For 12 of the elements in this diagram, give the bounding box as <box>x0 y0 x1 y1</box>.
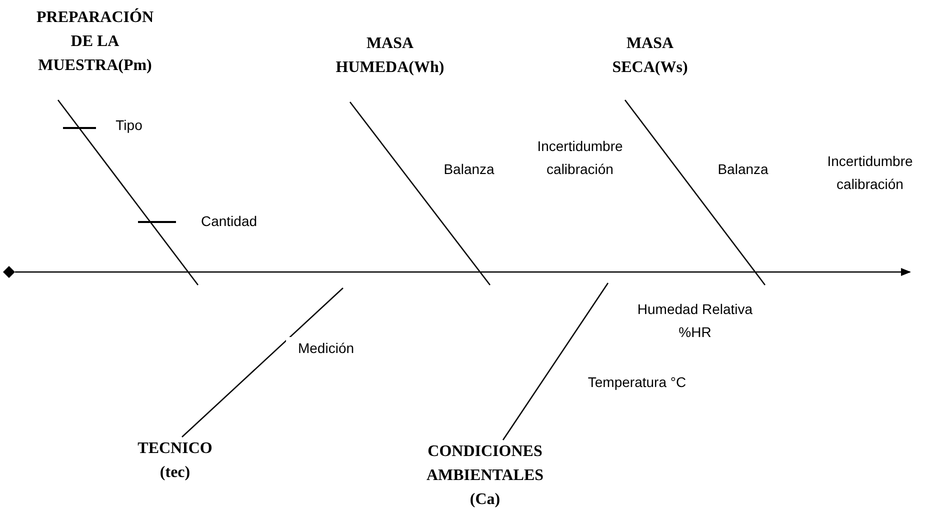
category-label: PREPARACIÓN DE LA MUESTRA(Pm) <box>35 7 155 76</box>
category-label: MASA SECA(Ws) <box>611 34 689 78</box>
bone-line <box>57 100 199 286</box>
category-label: CONDICIONES AMBIENTALES (Ca) <box>425 442 545 510</box>
bone-line <box>182 288 344 438</box>
bone-line <box>624 100 766 286</box>
bone-line <box>349 102 491 286</box>
category-label: MASA HUMEDA(Wh) <box>334 34 446 78</box>
spine-arrow <box>15 268 911 276</box>
diamond-marker <box>3 266 15 278</box>
category-label: TECNICO (tec) <box>136 439 214 483</box>
bone-line <box>502 282 609 440</box>
